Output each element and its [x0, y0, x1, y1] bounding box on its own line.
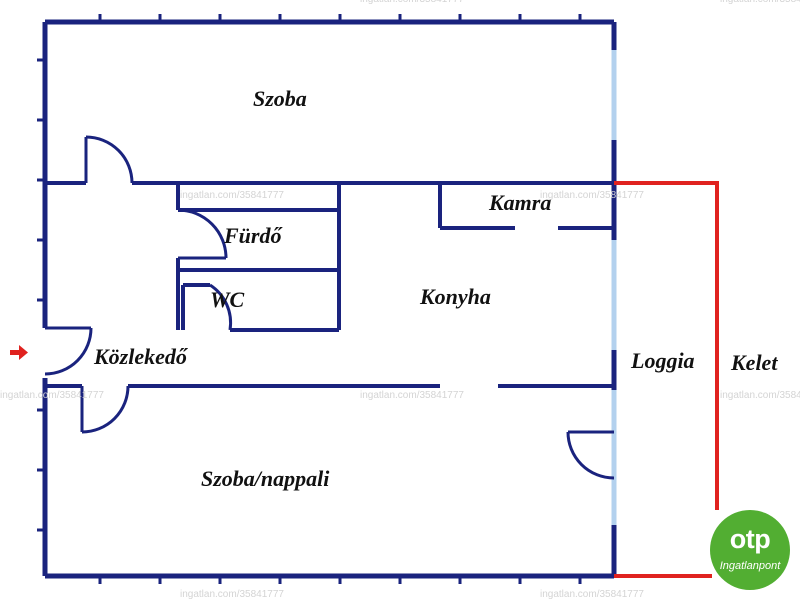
orientation-label: Kelet: [731, 350, 778, 375]
room-label-kamra: Kamra: [489, 190, 552, 215]
room-label-furdo: Fürdő: [224, 223, 282, 248]
watermark: ingatlan.com/35841777: [0, 390, 104, 401]
logo-subtitle: Ingatlanpont: [719, 560, 781, 572]
room-label-szoba: Szoba: [253, 86, 307, 111]
loggia-outline: [614, 181, 719, 578]
watermark: ingatlan.com/35841777: [720, 0, 800, 5]
room-label-wc: WC: [210, 287, 245, 312]
outer-walls: [42, 19, 614, 579]
wall-ticks: [37, 14, 582, 584]
watermark: ingatlan.com/35841777: [180, 190, 284, 201]
arrow-right-icon: [10, 345, 28, 360]
watermark: ingatlan.com/35841777: [540, 589, 644, 600]
otp-logo: otp Ingatlanpont: [710, 510, 790, 590]
room-label-szoba-nappali: Szoba/nappali: [201, 466, 330, 491]
watermark: ingatlan.com/35841777: [360, 0, 464, 5]
room-label-konyha: Konyha: [420, 284, 491, 309]
room-label-loggia: Loggia: [631, 348, 695, 373]
watermark: ingatlan.com/35841777: [180, 589, 284, 600]
interior-walls: [45, 181, 614, 388]
doors: [44, 135, 615, 480]
logo-brand: otp: [729, 524, 771, 554]
watermark: ingatlan.com/35841777: [540, 190, 644, 201]
room-label-kozlekedo: Közlekedő: [94, 344, 187, 369]
watermark: ingatlan.com/35841777: [720, 390, 800, 401]
watermark: ingatlan.com/35841777: [360, 390, 464, 401]
